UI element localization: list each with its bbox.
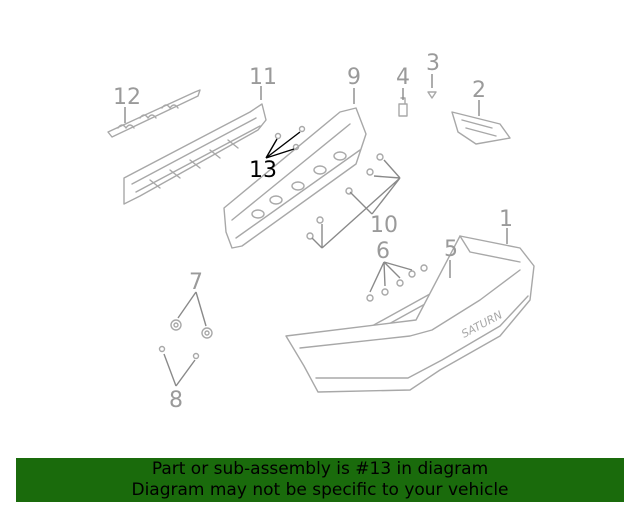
- info-banner: Part or sub-assembly is #13 in diagram D…: [16, 458, 624, 502]
- callout-7: 7: [189, 270, 203, 295]
- callouts: 12 11 9 4 3 2 13 10 1 6 5 7 8: [113, 51, 513, 413]
- callout-11: 11: [249, 65, 277, 90]
- callout-3: 3: [426, 51, 440, 76]
- callout-2: 2: [472, 78, 486, 103]
- part-6-clips: [366, 264, 428, 302]
- callout-10: 10: [370, 213, 398, 238]
- callout-8: 8: [169, 388, 183, 413]
- part-11-absorber: [123, 103, 267, 205]
- part-8-studs: [158, 345, 200, 360]
- callout-1: 1: [499, 207, 513, 232]
- callout-9: 9: [347, 65, 361, 90]
- part-7-nuts: [170, 319, 213, 339]
- banner-line-2: Diagram may not be specific to your vehi…: [131, 480, 509, 500]
- callout-5: 5: [444, 237, 458, 262]
- part-9-impact-bar: [223, 107, 367, 249]
- callout-12: 12: [113, 85, 141, 110]
- part-3-pin: [427, 91, 437, 99]
- parts-diagram: SATURN 12 11 9 4 3 2 13 10 1: [107, 51, 535, 413]
- banner-line-1: Part or sub-assembly is #13 in diagram: [151, 459, 489, 479]
- part-13-fasteners: [274, 125, 306, 151]
- part-4-clip: [398, 97, 408, 117]
- part-2-bracket: [451, 111, 511, 145]
- part-1-bumper-cover: SATURN: [285, 235, 535, 393]
- callout-4: 4: [396, 65, 410, 90]
- leader-lines: [124, 74, 508, 387]
- part-10-clips: [306, 153, 384, 240]
- part-12-strip: [107, 89, 201, 138]
- callout-6: 6: [376, 239, 390, 264]
- callout-13: 13: [249, 158, 277, 183]
